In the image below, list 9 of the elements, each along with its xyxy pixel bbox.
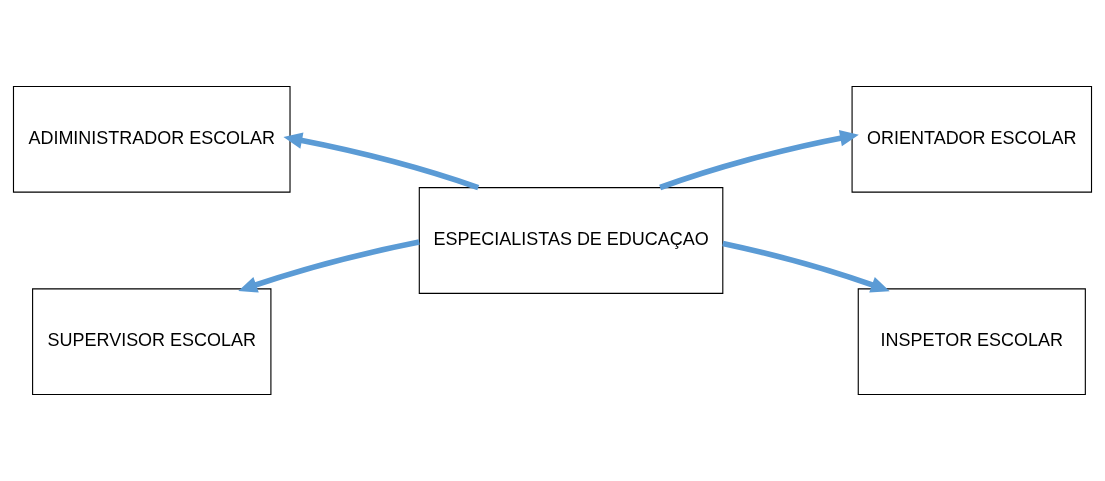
node-box: ORIENTADOR ESCOLAR (851, 85, 1093, 193)
node-box: ESPECIALISTAS DE EDUCAÇAO (418, 187, 724, 294)
arrow (238, 239, 420, 293)
node-box: ADIMINISTRADOR ESCOLAR (12, 85, 291, 193)
node-box: INSPETOR ESCOLAR (857, 288, 1086, 396)
node-box: SUPERVISOR ESCOLAR (32, 288, 272, 396)
arrow (283, 132, 480, 191)
arrow (659, 130, 859, 191)
arrow (722, 240, 890, 293)
